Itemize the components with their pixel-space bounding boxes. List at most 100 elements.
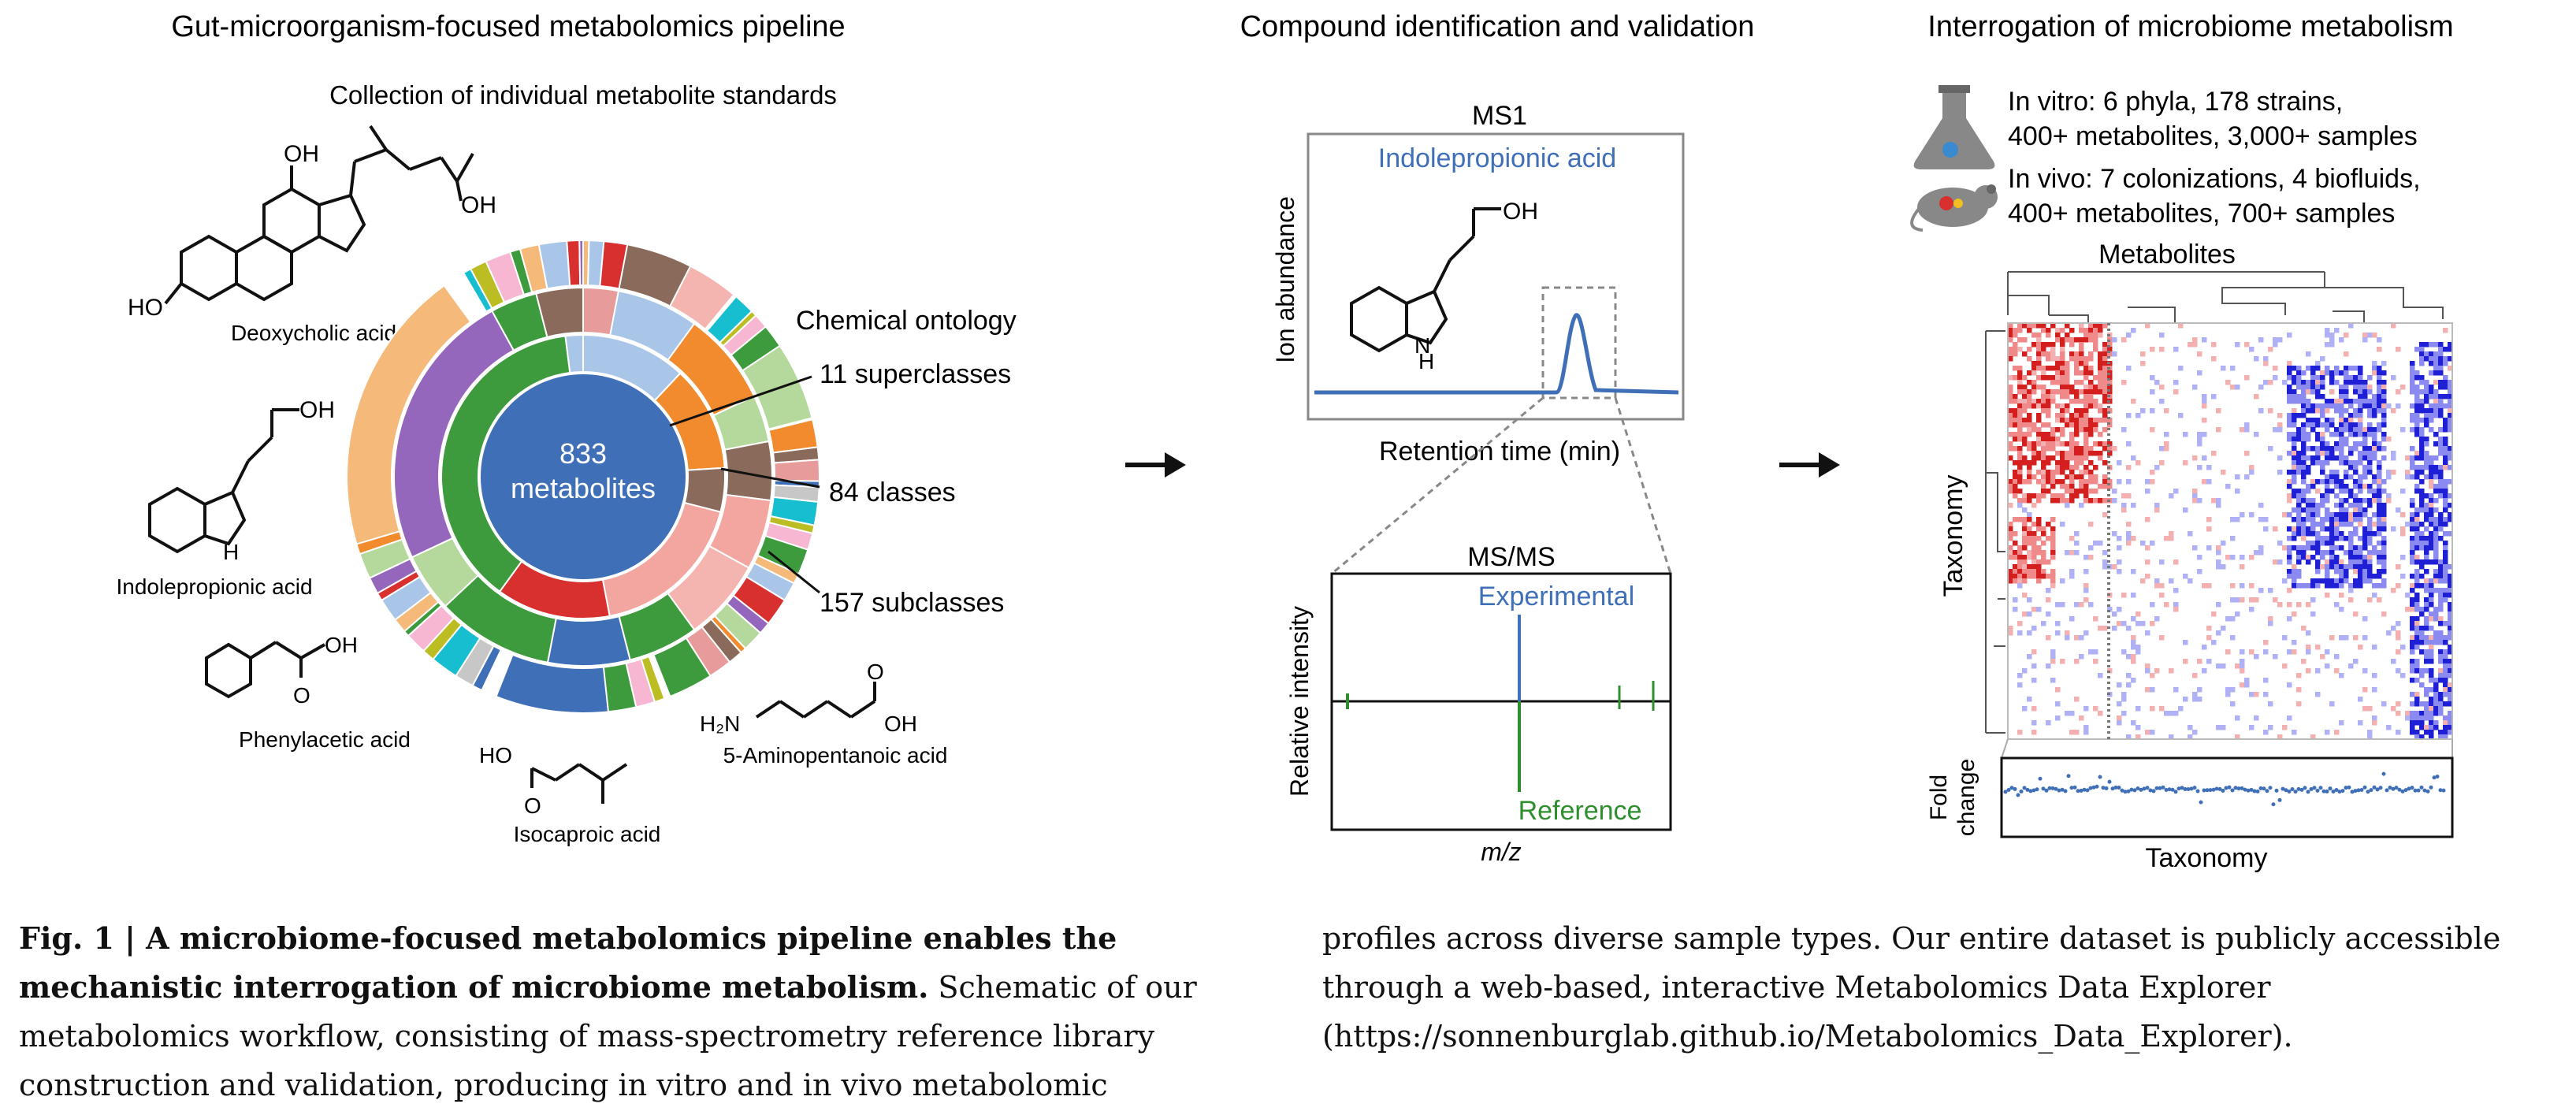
heatmap-cell bbox=[2362, 333, 2368, 338]
heatmap-cell bbox=[2041, 385, 2046, 390]
heatmap-cell bbox=[2074, 361, 2080, 366]
heatmap-cell bbox=[2050, 569, 2056, 574]
heatmap-cell bbox=[2112, 489, 2117, 494]
heatmap-cell bbox=[2367, 578, 2373, 584]
heatmap-cell bbox=[2339, 673, 2344, 678]
heatmap-cell bbox=[2046, 356, 2051, 362]
heatmap-cell bbox=[2013, 333, 2018, 338]
heatmap-cell bbox=[2050, 654, 2056, 660]
heatmap-cell bbox=[2131, 503, 2136, 508]
heatmap-cell bbox=[2098, 356, 2103, 362]
heatmap-cell bbox=[2306, 555, 2311, 560]
heatmap-cell bbox=[2306, 583, 2311, 589]
heatmap-cell bbox=[2301, 626, 2307, 631]
heatmap-cell bbox=[2055, 403, 2061, 409]
heatmap-cell bbox=[2206, 583, 2212, 589]
heatmap-cell bbox=[2216, 427, 2221, 433]
heatmap-cell bbox=[2206, 517, 2212, 522]
heatmap-cell bbox=[2102, 427, 2108, 433]
fold-change-point bbox=[2425, 789, 2430, 794]
heatmap-cell bbox=[2448, 347, 2453, 352]
heatmap-cell bbox=[2306, 668, 2311, 674]
heatmap-cell bbox=[2074, 460, 2080, 466]
heatmap-cell bbox=[2292, 465, 2297, 470]
heatmap-cell bbox=[2429, 389, 2434, 395]
heatmap-cell bbox=[2443, 621, 2448, 626]
heatmap-cell bbox=[2164, 711, 2169, 716]
fold-change-point bbox=[2180, 786, 2184, 790]
heatmap-cell bbox=[2145, 574, 2150, 579]
heatmap-cell bbox=[2344, 517, 2349, 522]
heatmap-cell bbox=[2008, 550, 2013, 556]
heatmap-cell bbox=[2036, 536, 2042, 541]
ms1-n: N bbox=[1414, 333, 1430, 358]
fold-change-point bbox=[2085, 788, 2090, 793]
heatmap-cell bbox=[2069, 569, 2075, 574]
panel1-title: Gut-microorganism-focused metabolomics p… bbox=[171, 10, 845, 43]
msms-title: MS/MS bbox=[1467, 542, 1555, 572]
heatmap-cell bbox=[2410, 474, 2415, 480]
heatmap-cell bbox=[2046, 446, 2051, 452]
fold-change-point bbox=[2268, 786, 2273, 790]
heatmap-cell bbox=[2112, 564, 2117, 570]
heatmap-cell bbox=[2443, 730, 2448, 735]
heatmap-cell bbox=[2448, 645, 2453, 650]
heatmap-cell bbox=[2292, 460, 2297, 466]
heatmap-cell bbox=[2055, 333, 2061, 338]
heatmap-cell bbox=[2301, 380, 2307, 385]
heatmap-cell bbox=[2079, 503, 2084, 508]
heatmap-cell bbox=[2448, 630, 2453, 636]
heatmap-cell bbox=[2017, 328, 2023, 333]
heatmap-cell bbox=[2334, 517, 2340, 522]
heatmap-cell bbox=[2055, 451, 2061, 456]
heatmap-cell bbox=[2443, 701, 2448, 707]
fold-change-point bbox=[2192, 786, 2197, 790]
heatmap-cell bbox=[2117, 460, 2122, 466]
heatmap-cell bbox=[2192, 455, 2198, 461]
heatmap-cell bbox=[2362, 432, 2368, 437]
heatmap-cell bbox=[2353, 578, 2359, 584]
heatmap-cell bbox=[2429, 545, 2434, 551]
heatmap-cell bbox=[2329, 545, 2335, 551]
heatmap-cell bbox=[2235, 663, 2240, 669]
heatmap-cell bbox=[2362, 465, 2368, 470]
heatmap-cell bbox=[2102, 375, 2108, 381]
heatmap-cell bbox=[2074, 394, 2080, 400]
heatmap-cell bbox=[2046, 399, 2051, 404]
heatmap-cell bbox=[2301, 408, 2307, 414]
heatmap-cell bbox=[2292, 366, 2297, 371]
heatmap-cell bbox=[2414, 394, 2420, 400]
heatmap-cell bbox=[2150, 541, 2155, 546]
heatmap-cell bbox=[2292, 730, 2297, 735]
heatmap-cell bbox=[2060, 356, 2065, 362]
heatmap-cell bbox=[2348, 451, 2354, 456]
heatmap-cell bbox=[2249, 583, 2254, 589]
heatmap-cell bbox=[2287, 422, 2292, 428]
heatmap-cell bbox=[2102, 446, 2108, 452]
heatmap-cell bbox=[2046, 375, 2051, 381]
heatmap-cell bbox=[2419, 611, 2425, 617]
heatmap-cell bbox=[2448, 427, 2453, 433]
heatmap-cell bbox=[2098, 370, 2103, 376]
heatmap-cell bbox=[2429, 342, 2434, 348]
heatmap-cell bbox=[2301, 583, 2307, 589]
heatmap-cell bbox=[2079, 389, 2084, 395]
heatmap-cell bbox=[2325, 333, 2330, 338]
heatmap-cell bbox=[2414, 621, 2420, 626]
heatmap-cell bbox=[2433, 555, 2439, 560]
heatmap-cell bbox=[2443, 593, 2448, 598]
heatmap-cell bbox=[2258, 545, 2264, 551]
heatmap-cell bbox=[2031, 706, 2037, 712]
heatmap-cell bbox=[2083, 484, 2089, 489]
heatmap-cell bbox=[2292, 470, 2297, 475]
heatmap-cell bbox=[2088, 422, 2094, 428]
heatmap-cell bbox=[2414, 545, 2420, 551]
heatmap-cell bbox=[2414, 574, 2420, 579]
heatmap-cell bbox=[2022, 559, 2028, 565]
heatmap-cell bbox=[2292, 569, 2297, 574]
heatmap-top-label: Metabolites bbox=[2098, 240, 2236, 269]
heatmap-cell bbox=[2329, 578, 2335, 584]
invivo-line2: 400+ metabolites, 700+ samples bbox=[2008, 199, 2395, 229]
heatmap-cell bbox=[2065, 474, 2070, 480]
heatmap-cell bbox=[2334, 427, 2340, 433]
